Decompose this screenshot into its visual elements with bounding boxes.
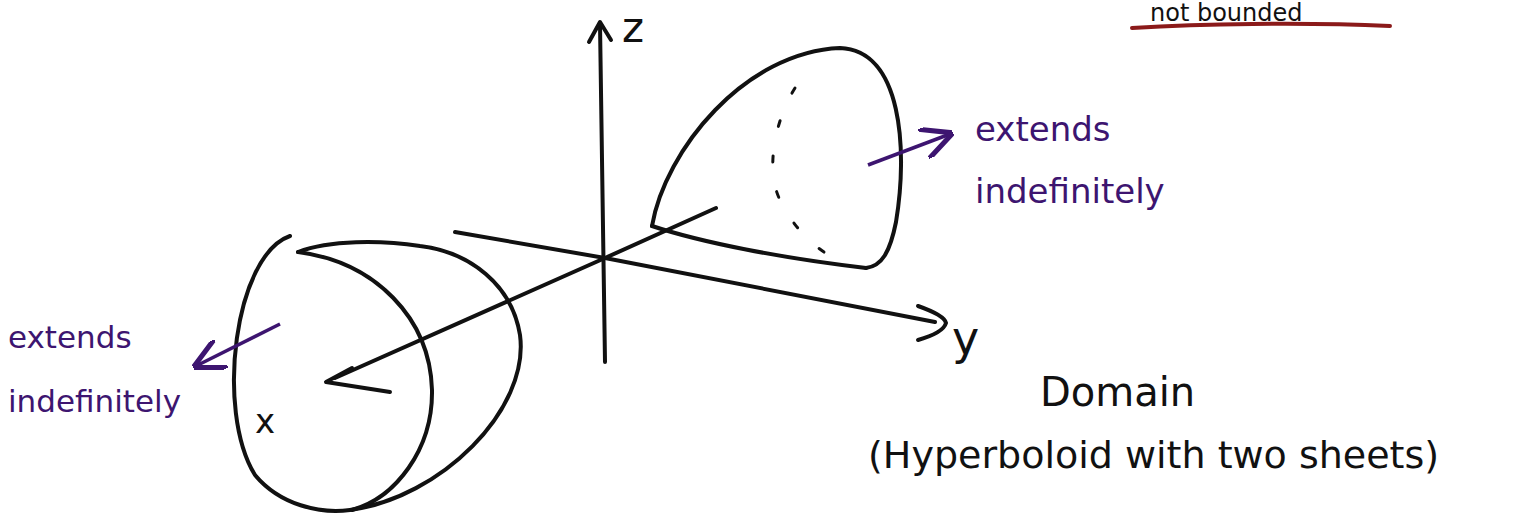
y-axis <box>455 232 935 322</box>
callout-label: extends indefinitely <box>975 98 1215 222</box>
x-axis <box>335 208 716 378</box>
left-sheet <box>234 236 521 511</box>
right-sheet-edge <box>652 226 866 268</box>
axis-label: y <box>952 312 979 364</box>
leader-arrow <box>868 134 950 165</box>
right-sheet <box>652 48 901 268</box>
callout-label: extends indefinitely <box>8 305 198 433</box>
left-sheet-edge <box>298 252 432 510</box>
note-label: not bounded <box>1150 0 1303 28</box>
z-axis <box>600 24 605 362</box>
z-arrowhead <box>589 22 611 42</box>
leader-arrow <box>196 324 280 366</box>
y-arrowhead <box>918 306 946 340</box>
caption-label: Domain <box>1040 368 1195 416</box>
hidden-edge <box>773 88 845 264</box>
x-arrowhead <box>326 368 390 392</box>
axis-label: x <box>252 402 278 440</box>
caption-label: (Hyperboloid with two sheets) <box>868 432 1439 478</box>
axis-label: z <box>622 4 644 52</box>
